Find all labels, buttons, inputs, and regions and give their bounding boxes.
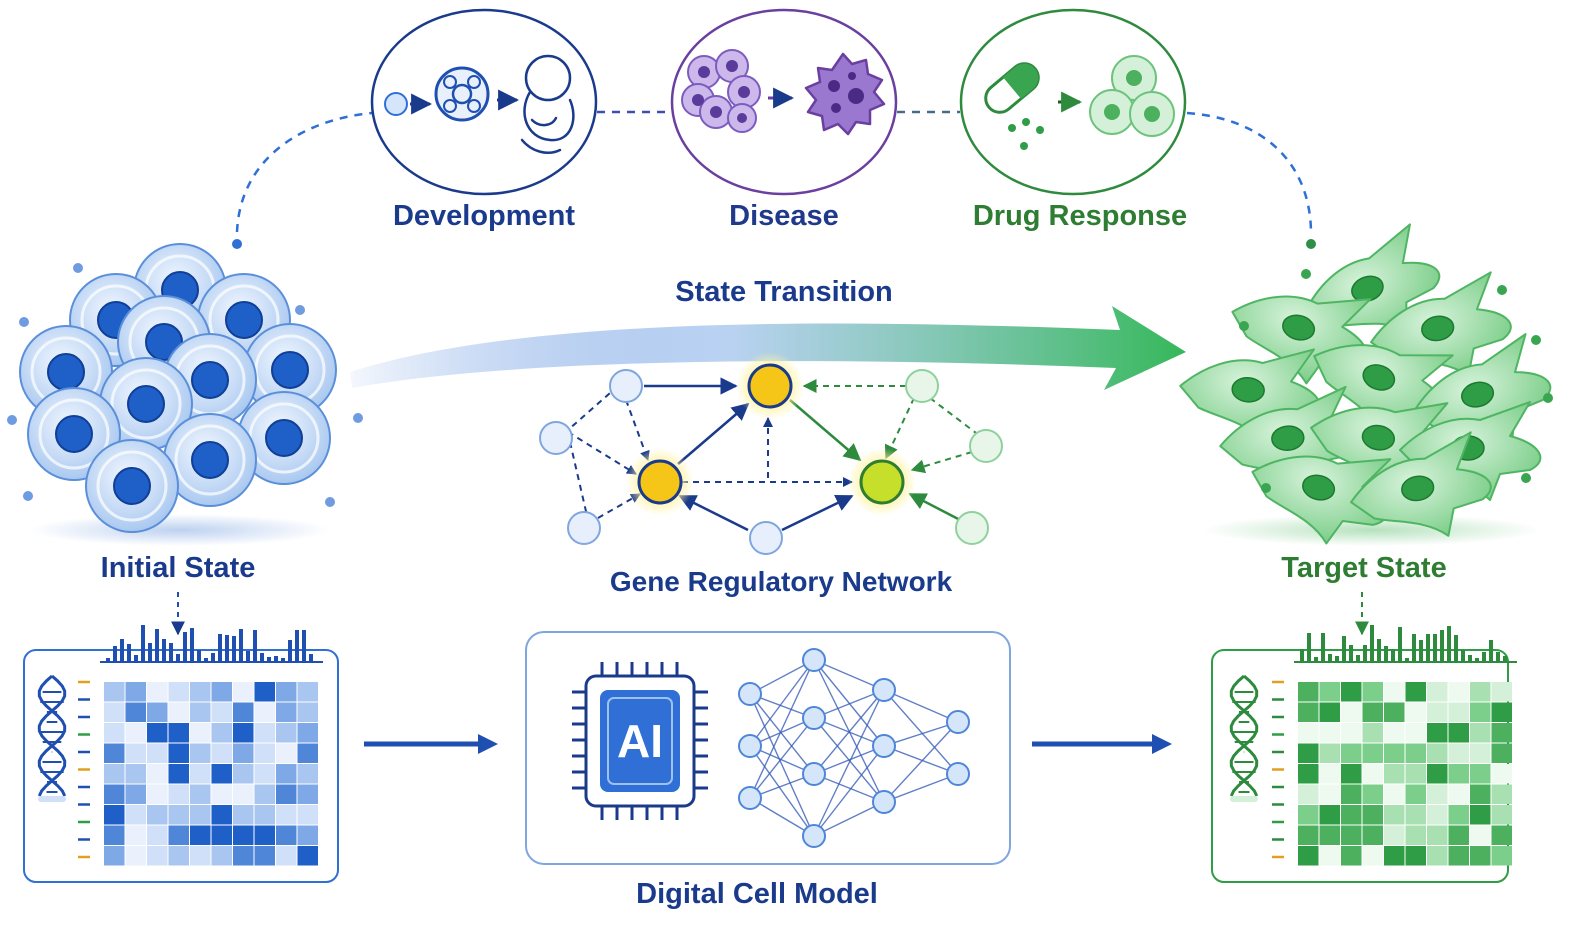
initial-state-label: Initial State bbox=[100, 552, 256, 584]
expression-histogram-icon bbox=[100, 625, 323, 663]
treated-cells-icon bbox=[1089, 55, 1175, 137]
gene-regulatory-network-label: Gene Regulatory Network bbox=[609, 566, 953, 597]
top-connector-lines bbox=[235, 110, 1313, 233]
fertilized-egg-icon bbox=[384, 92, 408, 116]
neural-network-icon bbox=[738, 648, 970, 848]
drug-response-circle bbox=[959, 8, 1187, 196]
initial-expression-panel bbox=[23, 592, 339, 883]
cancer-cell-icon bbox=[804, 52, 886, 136]
drug-response-label: Drug Response bbox=[972, 200, 1188, 232]
digital-cell-model-label: Digital Cell Model bbox=[636, 878, 878, 910]
dna-helix-icon bbox=[1229, 674, 1259, 802]
fetus-icon bbox=[520, 54, 575, 154]
cell-cluster-icon bbox=[7, 243, 363, 546]
target-expression-panel bbox=[1211, 592, 1517, 883]
expression-heatmap-icon bbox=[104, 682, 318, 866]
row-markers bbox=[1272, 680, 1284, 859]
development-circle bbox=[370, 8, 598, 196]
gene-regulatory-network bbox=[539, 352, 1003, 555]
digital-cell-model-box bbox=[525, 631, 1011, 865]
expression-histogram-icon bbox=[1294, 625, 1517, 663]
healthy-cell-cluster-icon bbox=[681, 49, 761, 133]
disease-circle bbox=[670, 8, 898, 196]
green-cell-cluster-icon bbox=[1179, 223, 1553, 546]
disease-label: Disease bbox=[729, 200, 839, 232]
state-transition-arrow bbox=[350, 306, 1186, 390]
capsule-icon bbox=[984, 62, 1040, 114]
target-state-label: Target State bbox=[1281, 552, 1447, 584]
ai-chip-icon bbox=[572, 662, 708, 820]
state-transition-label: State Transition bbox=[675, 276, 893, 308]
dna-helix-icon bbox=[37, 674, 67, 802]
morula-icon bbox=[434, 66, 490, 122]
row-markers bbox=[78, 680, 90, 859]
ai-chip-text: AI bbox=[617, 715, 663, 767]
development-label: Development bbox=[392, 200, 576, 232]
pill-particles-icon bbox=[1008, 118, 1044, 150]
expression-heatmap-icon bbox=[1298, 682, 1512, 866]
